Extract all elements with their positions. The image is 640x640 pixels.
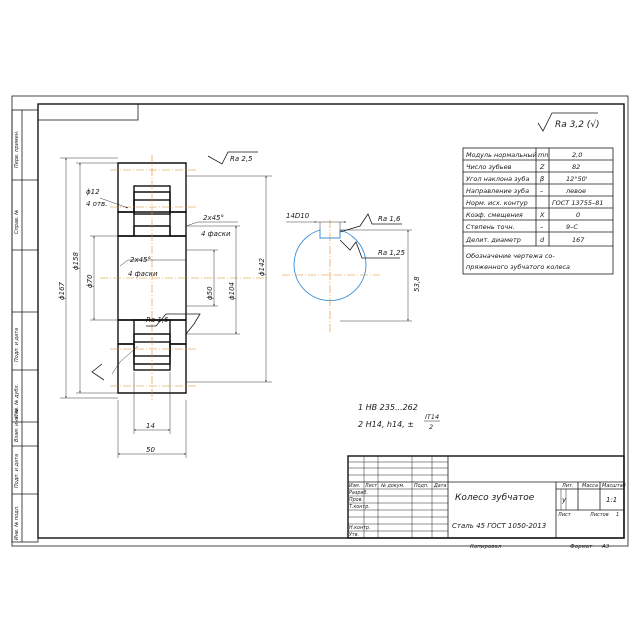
param-row-6-sym: X — [539, 211, 545, 219]
tb-part-name: Колесо зубчатое — [455, 493, 535, 503]
dim-d167: ϕ167 — [58, 281, 66, 300]
param-note-line-2: пряженного зубчатого колеса — [466, 263, 570, 271]
dim-d158: ϕ158 — [72, 251, 80, 270]
title-block-grid — [347, 455, 625, 539]
top-corner-box — [37, 103, 139, 121]
tb-role-utv: Утв. — [349, 532, 359, 538]
tb-role-prov: Пров. — [349, 497, 363, 503]
param-row-4-sym: – — [540, 187, 543, 195]
param-row-3-name: Угол наклона зуба — [466, 175, 529, 183]
tb-col-data: Дата — [433, 483, 446, 489]
param-row-8-name: Делит. диаметр — [465, 236, 521, 244]
note-hardness: 1 НВ 235...262 — [358, 403, 418, 412]
param-row-4-name: Направление зуба — [466, 187, 529, 195]
stamp-inv-podl: Инв. № подл. — [14, 506, 20, 541]
tb-col-list: Лист — [364, 483, 377, 489]
stamp-sprav-no: Справ. № — [14, 210, 20, 234]
param-row-1-sym: mn — [538, 151, 548, 159]
dim-ra16-gear: Ra 1,6 — [146, 316, 169, 324]
footer-copied: Копировал — [470, 544, 502, 550]
tb-mass-header: Масса — [582, 483, 598, 489]
tb-sheets-label: Листов — [589, 512, 609, 518]
param-row-2-sym: Z — [539, 163, 545, 171]
dim-d104: ϕ104 — [228, 282, 236, 300]
dim-width-14: 14 — [146, 422, 155, 430]
dim-d50: ϕ50 — [206, 286, 214, 300]
dim-chamfer-1: 2x45° — [203, 214, 224, 222]
tb-role-nkontr: Н.контр. — [349, 525, 370, 531]
param-row-3-val: 12°50' — [566, 175, 588, 183]
stamp-inv-dubl: Инв. № дубл. — [14, 384, 20, 418]
general-roughness-text: Ra 3,2 (√) — [555, 119, 600, 130]
tb-material: Сталь 45 ГОСТ 1050-2013 — [452, 522, 546, 530]
tb-scale-header: Масштаб — [602, 483, 626, 489]
param-row-2-val: 82 — [572, 163, 580, 171]
footer-format-label: Формат — [570, 544, 593, 550]
note-tolerance-den: 2 — [429, 423, 433, 431]
footer-format-value: А3 — [601, 544, 610, 550]
dim-d70: ϕ70 — [86, 274, 94, 288]
dim-chamfer-2-count: 4 фаски — [128, 270, 158, 278]
param-row-5-val: ГОСТ 13755–81 — [552, 199, 604, 207]
gear-param-table — [462, 147, 614, 275]
side-stamp: Перв. примен. Справ. № Подп. и дата Инв.… — [11, 109, 39, 543]
dim-chamfer-2: 2x45° — [130, 256, 151, 264]
param-row-6-val: 0 — [576, 211, 580, 219]
dim-d12: ϕ12 — [86, 188, 100, 196]
dim-d142: ϕ142 — [258, 257, 266, 276]
param-note-line-1: Обозначение чертежа со- — [466, 252, 555, 260]
dim-ra25: Ra 2,5 — [230, 155, 253, 163]
param-row-2-name: Число зубьев — [466, 163, 512, 171]
tb-col-izm: Изм. — [349, 483, 360, 489]
param-row-1-val: 2,0 — [572, 151, 582, 159]
stamp-podp-data-1: Подп. и дата — [14, 328, 20, 362]
tb-sheet-label: Лист — [557, 512, 572, 518]
stamp-perv-primen: Перв. примен. — [14, 130, 20, 168]
param-row-7-val: 9–С — [566, 223, 578, 231]
tb-scale-value: 1:1 — [606, 496, 617, 504]
dim-ra125: Ra 1,25 — [378, 249, 406, 257]
param-row-7-sym: – — [540, 223, 543, 231]
tb-role-tkontr: Т.контр. — [349, 504, 370, 510]
param-row-5-name: Норм. исх. контур — [466, 199, 528, 207]
dim-key-14d10: 14D10 — [286, 212, 310, 220]
dim-538: 53,8 — [413, 276, 421, 292]
dim-holes: 4 отв. — [86, 200, 107, 208]
param-row-8-sym: d — [540, 236, 545, 244]
param-row-3-sym: β — [540, 175, 544, 183]
note-tolerance-num: IT14 — [425, 413, 439, 421]
hub-keyway-view — [282, 213, 412, 332]
stamp-podp-data-2: Подп. и дата — [14, 454, 20, 488]
tb-lit-header: Лит. — [561, 483, 574, 489]
dim-chamfer-1-count: 4 фаски — [201, 230, 231, 238]
param-row-7-name: Степень точн. — [466, 223, 515, 231]
param-row-8-val: 167 — [572, 236, 585, 244]
stamp-vzam-inv: Взам. инв. № — [14, 408, 20, 442]
gear-section-view — [91, 155, 268, 402]
param-row-4-val: левое — [565, 187, 586, 195]
dim-ra16-key: Ra 1,6 — [378, 215, 401, 223]
tb-col-podp: Подп. — [414, 483, 429, 489]
dim-width-50: 50 — [146, 446, 155, 454]
tb-role-razrab: Разраб. — [349, 490, 368, 496]
tb-lit-value: у — [561, 496, 567, 504]
gear-dimensions — [60, 151, 272, 458]
note-tolerance: 2 Н14, h14, ± — [358, 420, 414, 429]
param-row-1-name: Модуль нормальный — [466, 151, 537, 159]
param-row-6-name: Коэф. смещения — [466, 211, 523, 219]
tb-col-doc: № докум. — [380, 483, 405, 489]
tb-sheets-value: 1 — [616, 512, 619, 518]
general-roughness-mark: Ra 3,2 (√) — [537, 112, 600, 132]
